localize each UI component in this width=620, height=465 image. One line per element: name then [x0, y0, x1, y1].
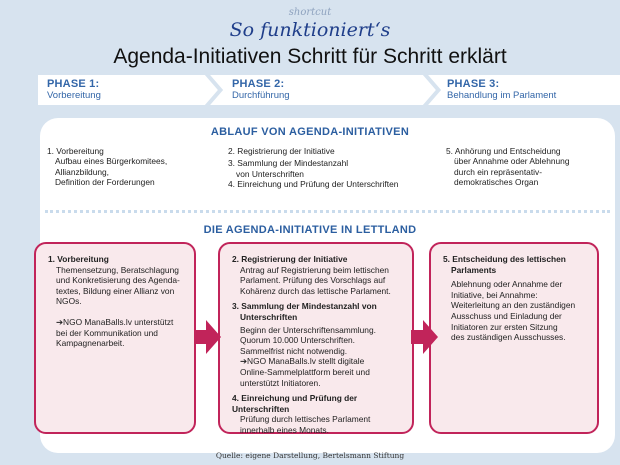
box-1-text-2: und Konkretisierung des Agenda- — [56, 275, 180, 286]
ablauf-step-4: 4. Einreichung und Prüfung der Unterschr… — [228, 179, 399, 190]
box-3-text-2: Initiative, bei Annahme: — [451, 289, 538, 300]
section-heading-ablauf: ABLAUF VON AGENDA-INITIATIVEN — [210, 126, 410, 138]
ablauf-step-5-detail-2: durch ein repräsentativ- — [454, 166, 542, 177]
phase-chevrons — [38, 75, 620, 105]
box-1-text-4: NGOs. — [56, 296, 82, 307]
box-1-text-1: Themensetzung, Beratschlagung — [56, 264, 179, 275]
ablauf-step-1-detail-2: Allianzbildung, — [55, 166, 110, 177]
box-2-text-2a: Beginn der Unterschriftensammlung. — [240, 324, 376, 335]
page-title: Agenda-Initiativen Schritt für Schritt e… — [113, 45, 507, 68]
box-1-note-1: ➔NGO ManaBalls.lv unterstützt — [56, 316, 174, 327]
phase-1-title: PHASE 1: — [47, 78, 100, 90]
box-1-note-3: Kampagnenarbeit. — [56, 338, 125, 349]
phase-3-chevron — [428, 75, 620, 105]
box-2-text-2b: Quorum 10.000 Unterschriften. — [240, 335, 355, 346]
kicker-text: shortcut — [288, 7, 332, 18]
box-3-text-6: des zuständigen Ausschusses. — [451, 332, 566, 343]
box-3-heading-a: 5. Entscheidung des lettischen — [443, 254, 566, 264]
box-2-heading-1: 2. Registrierung der Initiative — [232, 254, 348, 264]
phase-3-subtitle: Behandlung im Parlament — [447, 90, 557, 101]
box-1-heading: 1. Vorbereitung — [48, 254, 109, 264]
box-2-text-1a: Antrag auf Registrierung beim lettischen — [240, 264, 389, 275]
phase-2: PHASE 2: Durchführung — [232, 78, 290, 102]
phase-divider-2 — [423, 75, 441, 105]
box-2-text-2e: Online-Sammelplattform bereit und — [240, 366, 370, 377]
box-1-note-2: bei der Kommunikation und — [56, 327, 158, 338]
box-3-text-1: Ablehnung oder Annahme der — [451, 279, 563, 290]
arrow-right-icon — [411, 320, 438, 354]
phase-2-chevron — [210, 75, 436, 105]
ablauf-step-2: 2. Registrierung der Initiative — [228, 146, 335, 156]
box-3-text-3: Weiterleitung an den zuständigen — [451, 300, 576, 311]
box-2-text-2c: Sammelfrist nicht notwendig. — [240, 345, 348, 356]
phase-3-title: PHASE 3: — [447, 78, 500, 90]
box-2-text-3a: Prüfung durch lettisches Parlament — [240, 414, 371, 425]
box-2-heading-2b: Unterschriften — [240, 311, 298, 322]
ablauf-step-3: 3. Sammlung der Mindestanzahl — [228, 158, 349, 169]
step-box-1: 1. Vorbereitung Themensetzung, Beratschl… — [34, 242, 196, 434]
box-2-heading-3: 4. Einreichung und Prüfung der Unterschr… — [232, 393, 358, 414]
box-2-text-3b: innerhalb eines Monats. — [240, 424, 329, 435]
ablauf-step-1-detail-1: Aufbau eines Bürgerkomitees, — [55, 156, 168, 167]
dotted-divider — [45, 210, 610, 213]
box-2-text-2d: ➔NGO ManaBalls.lv stellt digitale — [240, 356, 365, 367]
ablauf-step-1-detail-3: Definition der Forderungen — [55, 177, 155, 188]
arrow-right-icon — [194, 320, 221, 354]
box-3-text-5: Initiatoren zur ersten Sitzung — [451, 321, 558, 332]
step-box-2: 2. Registrierung der Initiative Antrag a… — [218, 242, 414, 435]
box-1-text-3: textes, Bildung einer Allianz von — [56, 285, 175, 296]
phase-2-subtitle: Durchführung — [232, 90, 290, 101]
ablauf-column-2: 2. Registrierung der Initiative 3. Samml… — [228, 146, 428, 190]
box-3-heading-b: Parlaments — [451, 264, 497, 275]
ablauf-step-5-detail-1: über Annahme oder Ablehnung — [454, 156, 570, 167]
section-heading-lettland: DIE AGENDA-INITIATIVE IN LETTLAND — [203, 224, 417, 236]
ablauf-step-1: 1. Vorbereitung — [47, 146, 104, 156]
phase-bar: PHASE 1: Vorbereitung PHASE 2: Durchführ… — [0, 75, 620, 105]
box-3-text-4: Ausschuss und Einladung der — [451, 310, 562, 321]
phase-1-subtitle: Vorbereitung — [47, 90, 101, 101]
box-2-text-2f: unterstützt Initiatoren. — [240, 377, 321, 388]
phase-1: PHASE 1: Vorbereitung — [47, 78, 101, 102]
ablauf-column-3: 5. Anhörung und Entscheidung über Annahm… — [446, 146, 606, 188]
box-2-heading-2a: 3. Sammlung der Mindestanzahl von — [232, 301, 377, 312]
title-italic: So funktioniert‘s — [229, 19, 391, 41]
ablauf-column-1: 1. Vorbereitung Aufbau eines Bürgerkomit… — [47, 146, 207, 188]
box-2-text-1c: Kohärenz durch das lettische Parlament. — [240, 285, 391, 296]
ablauf-step-5: 5. Anhörung und Entscheidung — [446, 146, 561, 156]
phase-divider-1 — [205, 75, 223, 105]
ablauf-step-3-detail: von Unterschriften — [236, 168, 304, 179]
step-box-3: 5. Entscheidung des lettischen Parlament… — [429, 242, 599, 434]
source-footer: Quelle: eigene Darstellung, Bertelsmann … — [215, 451, 405, 460]
phase-1-chevron — [38, 75, 218, 105]
ablauf-step-5-detail-3: demokratisches Organ — [454, 177, 539, 188]
phase-3: PHASE 3: Behandlung im Parlament — [447, 78, 556, 102]
box-2-text-1b: Parlament. Prüfung des Vorschlags auf — [240, 275, 386, 286]
phase-2-title: PHASE 2: — [232, 78, 285, 90]
